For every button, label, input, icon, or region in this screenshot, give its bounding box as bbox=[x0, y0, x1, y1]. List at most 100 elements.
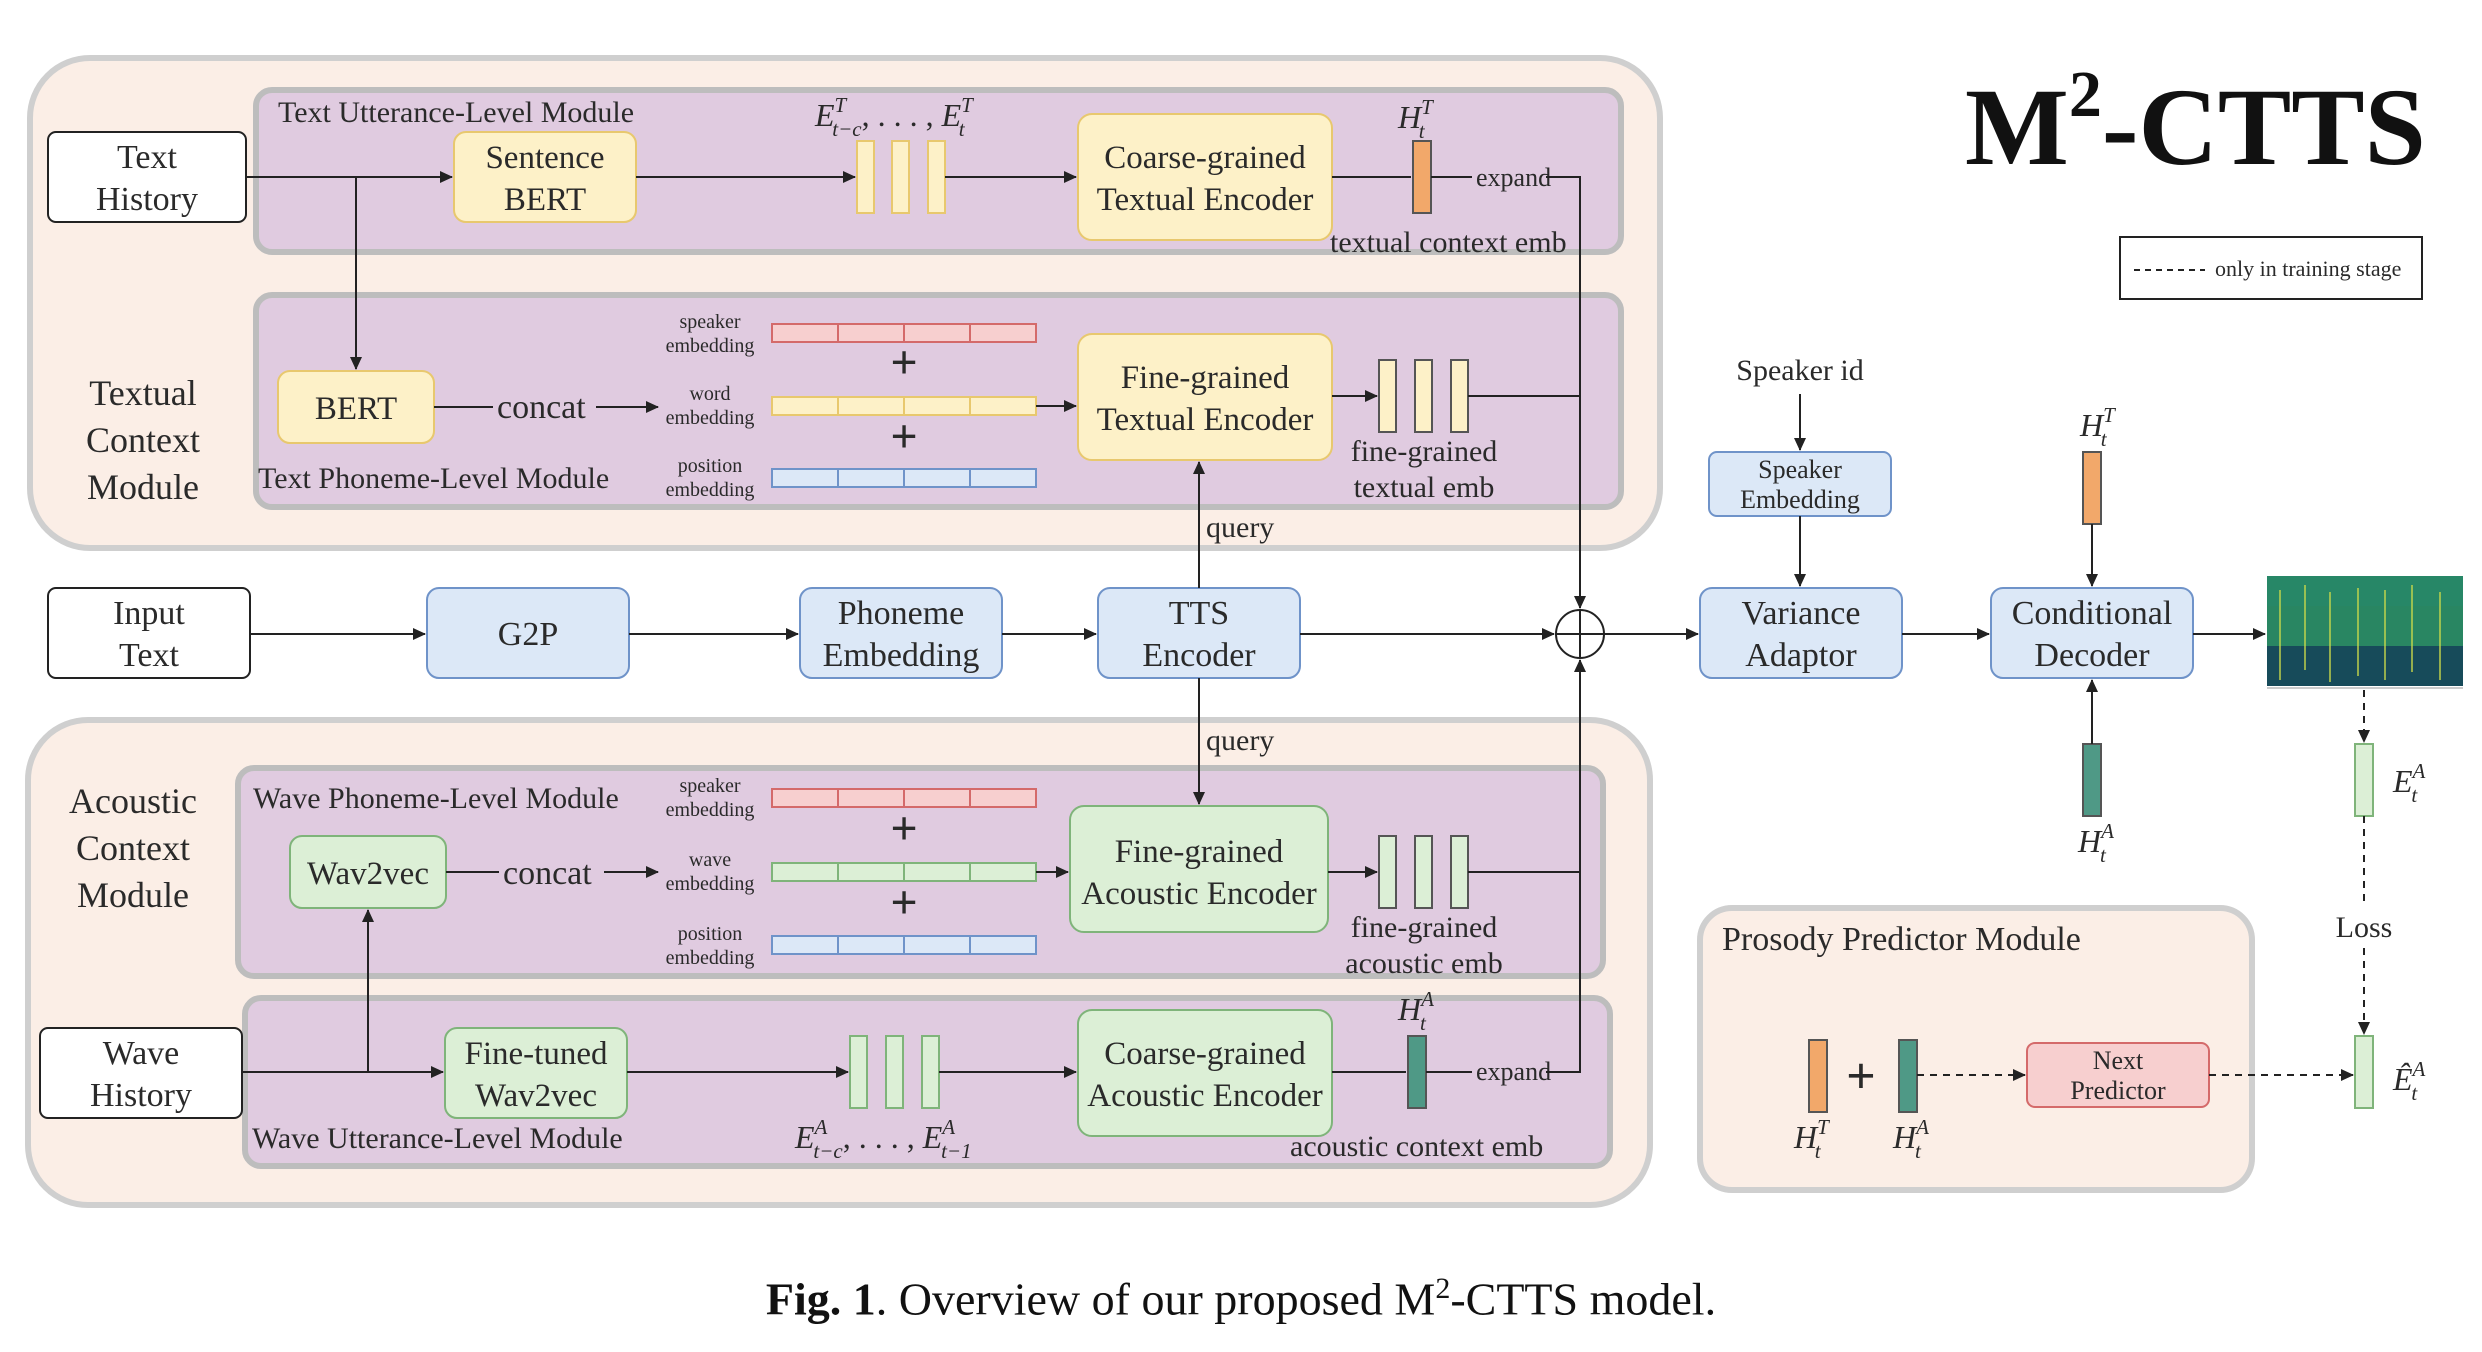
svg-text:Fine-grained: Fine-grained bbox=[1115, 834, 1284, 870]
speaker-embedding-strip-text bbox=[771, 323, 1037, 343]
word-emb-small-1: word bbox=[689, 383, 730, 405]
fine-acoustic-emb-label-1: fine-grained bbox=[1351, 911, 1498, 944]
svg-text:History: History bbox=[90, 1077, 192, 1114]
wave-phoneme-label: Wave Phoneme-Level Module bbox=[253, 782, 619, 815]
position-emb-wave-2: embedding bbox=[666, 947, 755, 969]
svg-text:Fine-grained: Fine-grained bbox=[1121, 360, 1290, 396]
plus-sign-2: + bbox=[890, 410, 917, 463]
prosody-predictor-module bbox=[1697, 905, 2255, 1193]
speaker-embedding-strip-wave bbox=[771, 788, 1037, 808]
svg-text:History: History bbox=[96, 181, 198, 218]
svg-text:Decoder: Decoder bbox=[2034, 637, 2150, 674]
expand-label-acoustic: expand bbox=[1476, 1057, 1551, 1086]
acoustic-context-title-2: Context bbox=[76, 828, 190, 868]
prosody-H-T-vector bbox=[1808, 1039, 1828, 1113]
textual-context-title-1: Textual bbox=[89, 373, 196, 413]
position-emb-small-1: position bbox=[678, 455, 742, 477]
training-only-connectors bbox=[1917, 690, 2370, 1081]
position-emb-wave-1: position bbox=[678, 923, 742, 945]
concat-label-wave: concat bbox=[503, 855, 592, 892]
position-embedding-strip-wave bbox=[771, 935, 1037, 955]
query-label-down: query bbox=[1206, 724, 1274, 757]
wave-embedding-strip bbox=[771, 862, 1037, 882]
speaker-emb-wave-2: embedding bbox=[666, 799, 755, 821]
textual-context-title-3: Module bbox=[87, 467, 199, 507]
tts-encoder-block: TTS Encoder bbox=[1097, 587, 1301, 679]
textual-context-emb-label: textual context emb bbox=[1330, 226, 1567, 259]
svg-text:Textual Encoder: Textual Encoder bbox=[1097, 402, 1314, 438]
svg-text:EAt−c, . . . , EAt−1: EAt−c, . . . , EAt−1 bbox=[794, 1115, 972, 1163]
wav2vec-block: Wav2vec bbox=[289, 835, 447, 909]
svg-text:Coarse-grained: Coarse-grained bbox=[1104, 140, 1306, 176]
svg-text:Acoustic Encoder: Acoustic Encoder bbox=[1087, 1078, 1323, 1114]
svg-text:Conditional: Conditional bbox=[2012, 595, 2173, 632]
concat-label-text: concat bbox=[497, 389, 586, 426]
svg-text:HAt: HAt bbox=[1892, 1115, 1929, 1163]
fine-textual-emb-vectors bbox=[1378, 359, 1469, 433]
svg-text:Embedding: Embedding bbox=[1740, 485, 1860, 514]
svg-text:HTt: HTt bbox=[1397, 95, 1434, 143]
svg-text:HTt: HTt bbox=[2079, 403, 2116, 451]
coarse-acoustic-encoder-block: Coarse-grained Acoustic Encoder bbox=[1077, 1009, 1333, 1137]
svg-text:BERT: BERT bbox=[315, 391, 397, 427]
fine-acoustic-emb-vectors bbox=[1378, 835, 1469, 909]
plus-sign-4: + bbox=[890, 876, 917, 929]
wave-utterance-label: Wave Utterance-Level Module bbox=[252, 1122, 623, 1155]
svg-text:BERT: BERT bbox=[504, 182, 586, 218]
input-text-box: Input Text bbox=[47, 587, 251, 679]
word-embedding-strip bbox=[771, 396, 1037, 416]
plus-sign-3: + bbox=[890, 802, 917, 855]
svg-text:Textual Encoder: Textual Encoder bbox=[1097, 182, 1314, 218]
svg-text:ETt−c, . . . , ETt: ETt−c, . . . , ETt bbox=[814, 93, 974, 141]
svg-text:Next: Next bbox=[2093, 1046, 2144, 1075]
svg-text:HAt: HAt bbox=[1397, 987, 1434, 1035]
position-embedding-strip-text bbox=[771, 468, 1037, 488]
legend-box bbox=[2119, 236, 2423, 300]
phoneme-embedding-block: Phoneme Embedding bbox=[799, 587, 1003, 679]
text-history-box: Text History bbox=[47, 131, 247, 223]
text-utterance-label: Text Utterance-Level Module bbox=[278, 96, 634, 129]
sentence-bert-block: Sentence BERT bbox=[453, 131, 637, 223]
wave-history-box: Wave History bbox=[39, 1027, 243, 1119]
plus-sign-1: + bbox=[890, 336, 917, 389]
E-A-predicted-vector bbox=[2354, 1035, 2374, 1109]
speaker-id-label: Speaker id bbox=[1736, 354, 1863, 387]
fine-acoustic-encoder-block: Fine-grained Acoustic Encoder bbox=[1069, 805, 1329, 933]
svg-text:Text: Text bbox=[119, 637, 179, 674]
conditional-decoder-block: Conditional Decoder bbox=[1990, 587, 2194, 679]
fine-acoustic-emb-label-2: acoustic emb bbox=[1345, 947, 1502, 980]
loss-label: Loss bbox=[2336, 911, 2393, 944]
coarse-textual-encoder-block: Coarse-grained Textual Encoder bbox=[1077, 113, 1333, 241]
next-predictor-block: Next Predictor bbox=[2026, 1042, 2210, 1108]
fine-textual-emb-label-1: fine-grained bbox=[1351, 435, 1498, 468]
mel-spectrogram bbox=[2267, 576, 2463, 689]
svg-text:G2P: G2P bbox=[498, 616, 558, 653]
svg-text:Acoustic Encoder: Acoustic Encoder bbox=[1081, 876, 1317, 912]
legend-text: only in training stage bbox=[2215, 256, 2401, 281]
query-label-up: query bbox=[1206, 511, 1274, 544]
H-T-vector-decoder bbox=[2082, 451, 2102, 525]
embedding-vectors-wave-utterance bbox=[849, 1035, 940, 1109]
acoustic-context-title-1: Acoustic bbox=[69, 781, 197, 821]
prosody-label: Prosody Predictor Module bbox=[1722, 921, 2081, 958]
svg-text:EAt: EAt bbox=[2392, 759, 2426, 807]
bert-block: BERT bbox=[277, 370, 435, 444]
svg-text:Embedding: Embedding bbox=[823, 637, 980, 674]
speaker-emb-small-2: embedding bbox=[666, 335, 755, 357]
svg-text:Phoneme: Phoneme bbox=[838, 595, 965, 632]
svg-text:HAt: HAt bbox=[2077, 819, 2114, 867]
svg-text:Coarse-grained: Coarse-grained bbox=[1104, 1036, 1306, 1072]
sum-node bbox=[1555, 609, 1605, 659]
expand-label-text: expand bbox=[1476, 163, 1551, 192]
svg-text:Variance: Variance bbox=[1742, 595, 1861, 632]
svg-text:HTt: HTt bbox=[1793, 1115, 1830, 1163]
textual-context-title-2: Context bbox=[86, 420, 200, 460]
position-emb-small-2: embedding bbox=[666, 479, 755, 501]
